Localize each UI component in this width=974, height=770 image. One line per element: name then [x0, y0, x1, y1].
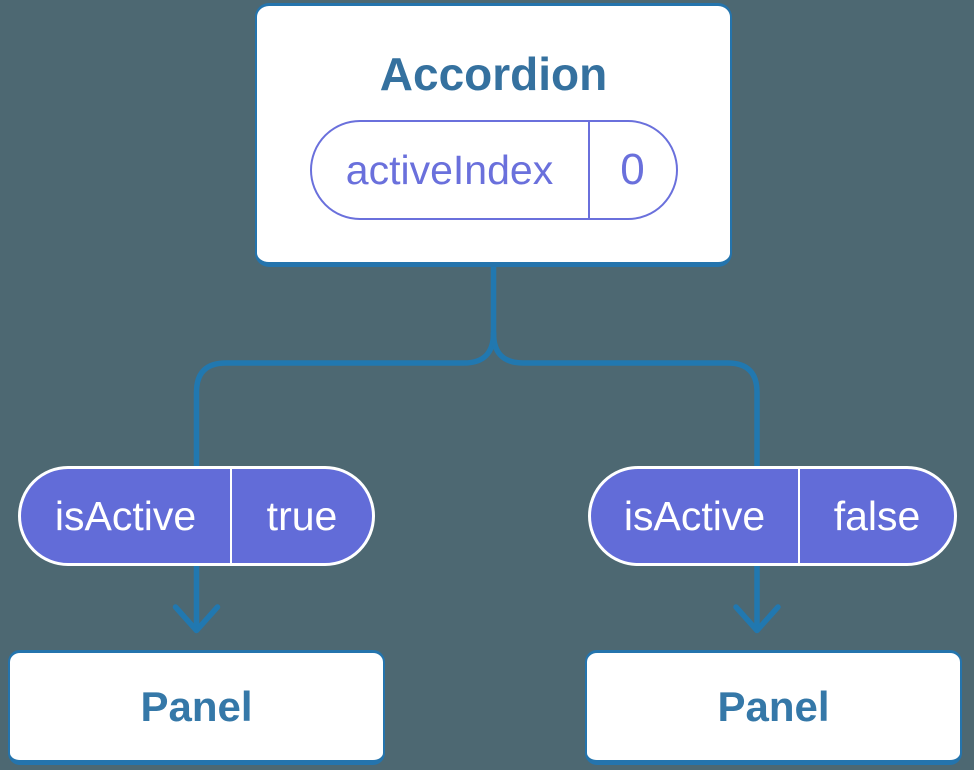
pill-divider: [230, 469, 232, 563]
state-name: activeIndex: [345, 146, 554, 193]
panel-label: Panel: [717, 682, 830, 730]
component-title: Accordion: [379, 47, 608, 100]
pill-divider: [587, 122, 590, 219]
prop-value: false: [833, 492, 921, 539]
panel-label: Panel: [140, 682, 253, 730]
panel-component-card-left: Panel: [8, 650, 385, 765]
state-pill: activeIndex 0: [309, 120, 678, 221]
prop-pill-left: isActive true: [18, 466, 375, 566]
panel-component-card-right: Panel: [585, 650, 962, 765]
arrow-down-icon: [733, 604, 781, 634]
state-value: 0: [620, 145, 645, 195]
prop-name: isActive: [54, 492, 197, 539]
prop-pill-right: isActive false: [588, 466, 957, 566]
branch-line-left: [193, 330, 497, 631]
branch-line-right: [490, 330, 760, 631]
prop-value: true: [266, 492, 338, 539]
prop-name: isActive: [623, 492, 766, 539]
accordion-component-card: Accordion activeIndex 0: [255, 3, 732, 267]
pill-divider: [798, 469, 800, 563]
arrow-down-icon: [172, 604, 221, 634]
